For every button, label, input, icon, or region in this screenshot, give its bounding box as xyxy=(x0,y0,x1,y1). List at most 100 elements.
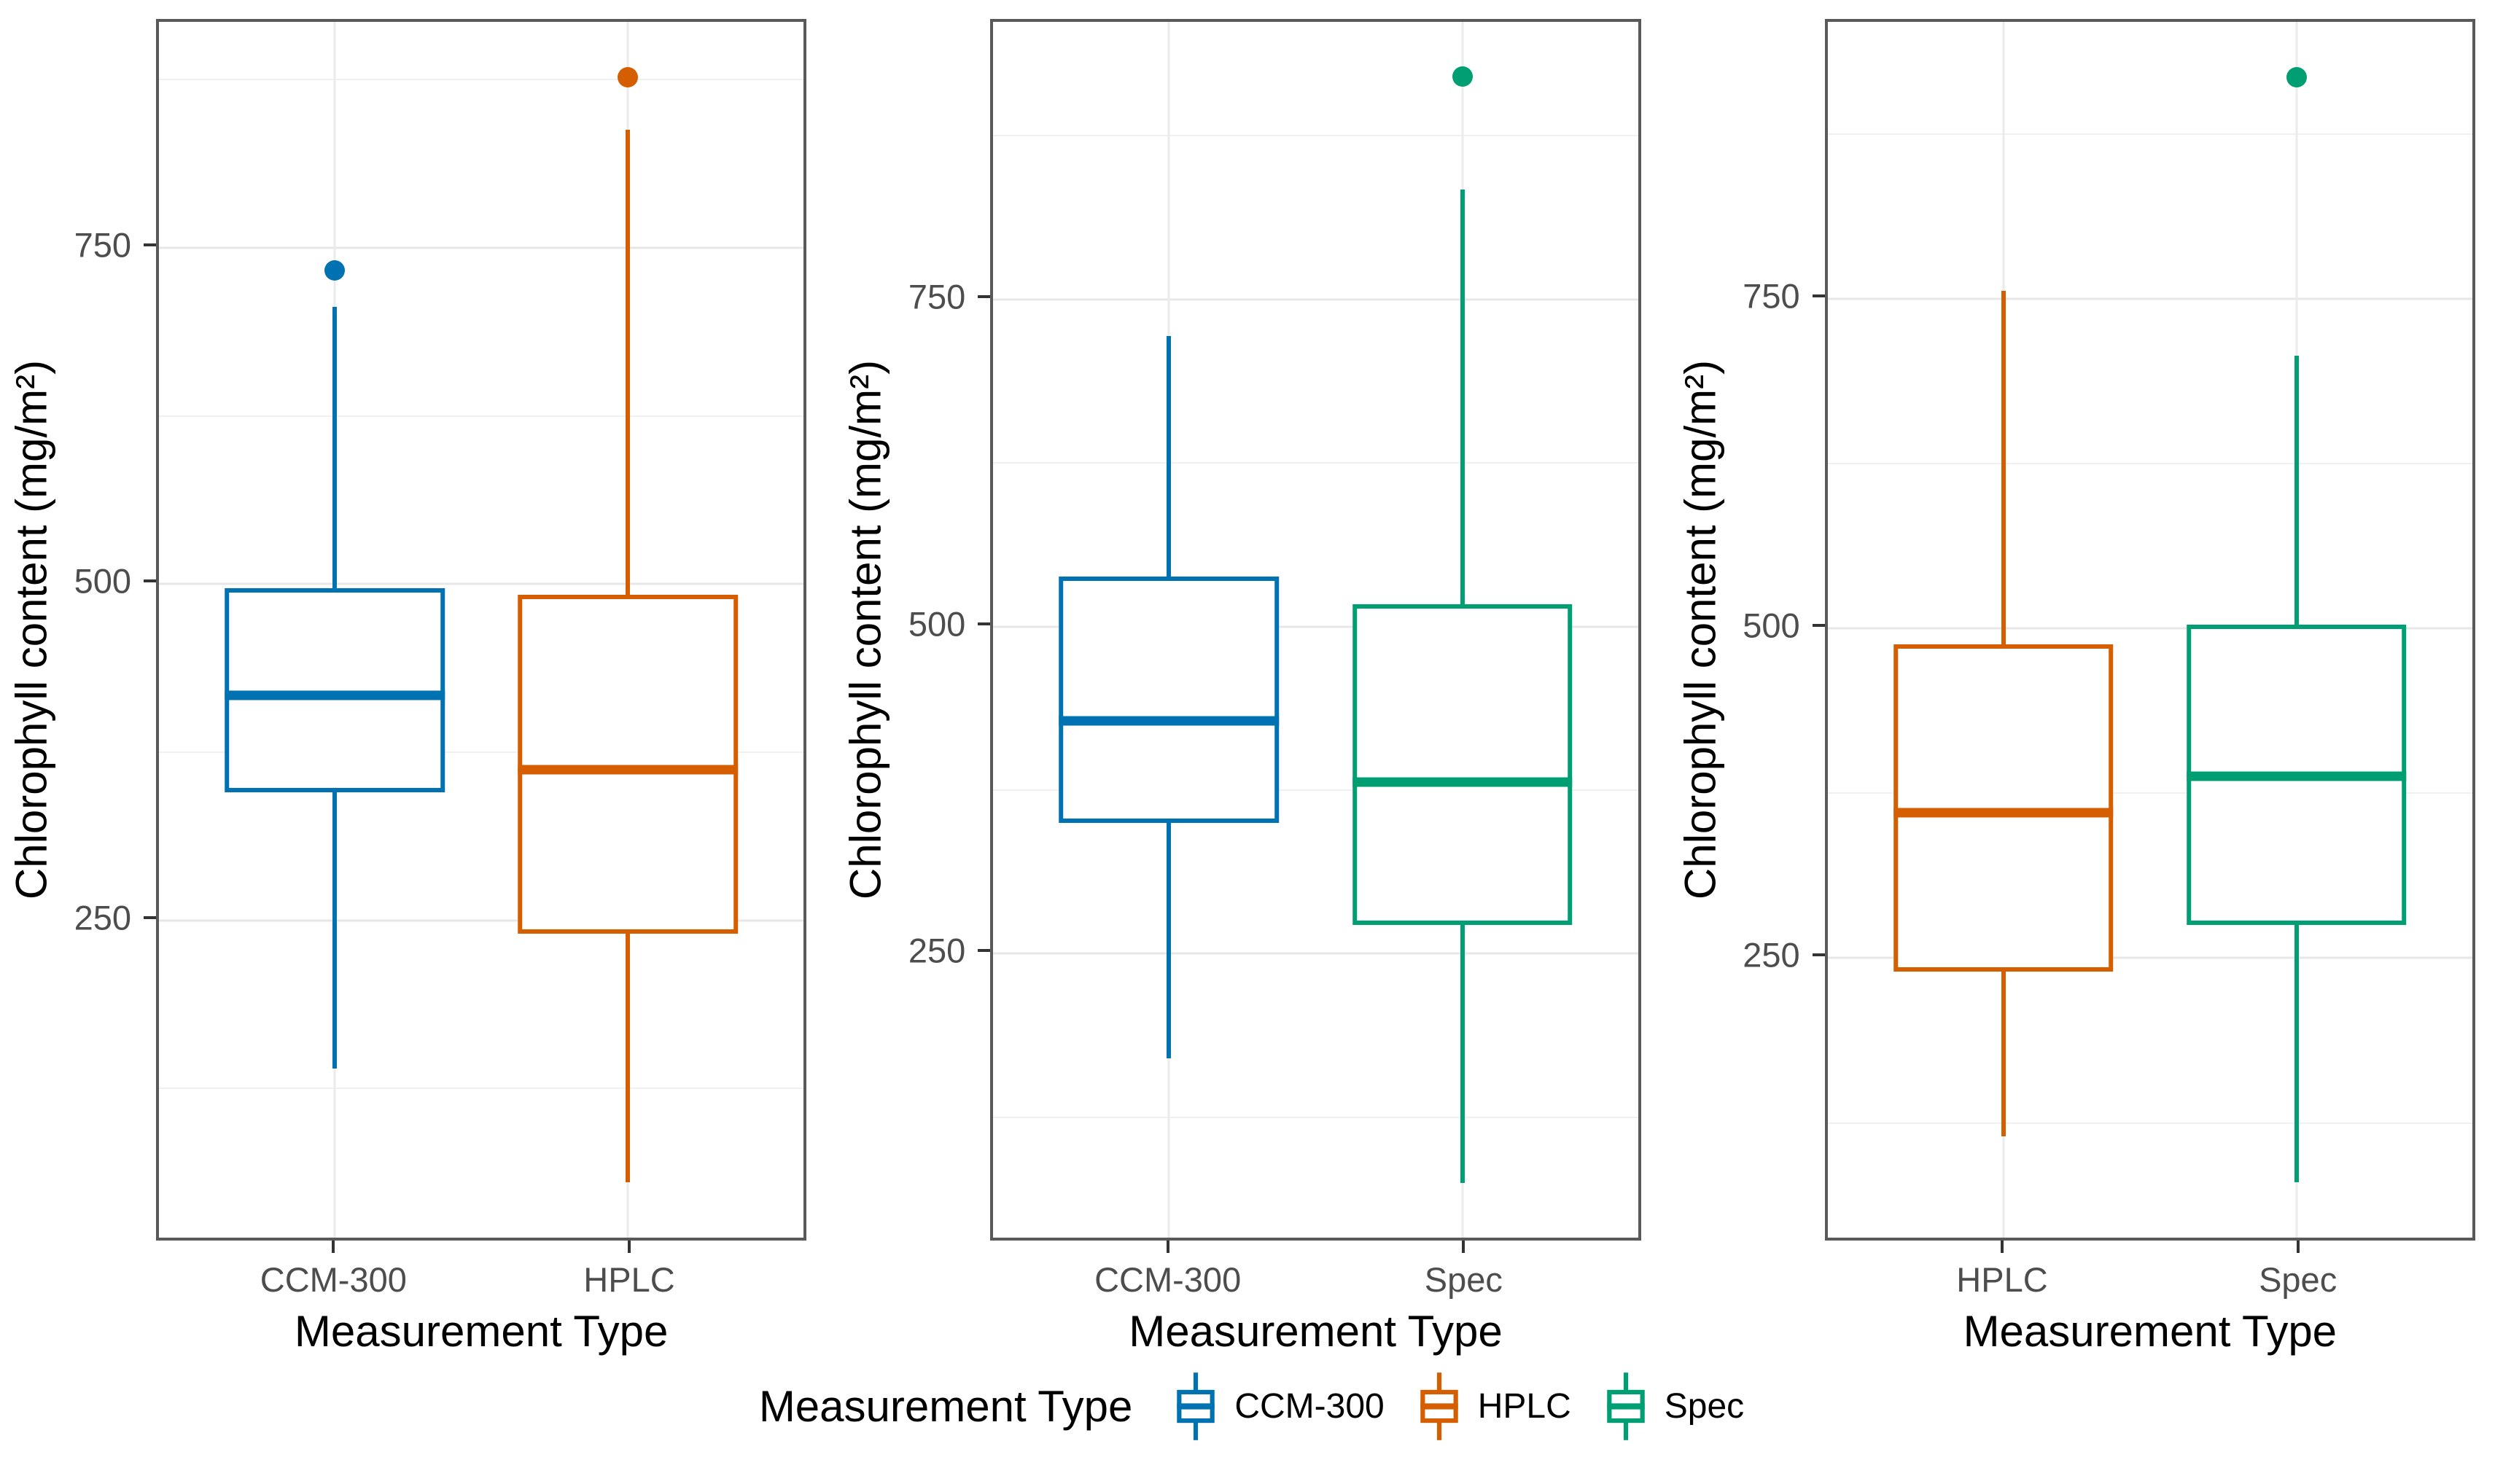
x-tick-mark xyxy=(2296,1241,2300,1253)
outlier-point xyxy=(618,66,639,87)
legend-item-label: CCM-300 xyxy=(1234,1387,1385,1426)
y-tick-mark xyxy=(1812,624,1825,628)
x-tick-mark xyxy=(332,1241,335,1253)
legend-item: HPLC xyxy=(1417,1369,1571,1444)
y-tick-mark xyxy=(1812,294,1825,297)
median-line xyxy=(1893,808,2114,818)
y-tick-label: 750 xyxy=(908,277,966,316)
y-tick-label: 250 xyxy=(74,898,131,937)
x-tick-label: HPLC xyxy=(1956,1260,2048,1299)
y-axis-tick-labels: 250 500 750 xyxy=(897,19,991,1241)
y-tick-label: 500 xyxy=(1743,606,1800,645)
boxplot-key-icon xyxy=(1420,1372,1458,1440)
lower-whisker xyxy=(2001,971,2006,1136)
minor-gridline xyxy=(993,135,1638,137)
minor-gridline xyxy=(159,751,804,753)
legend-title: Measurement Type xyxy=(758,1382,1133,1431)
minor-gridline xyxy=(1827,792,2472,794)
minor-gridline xyxy=(993,462,1638,464)
y-tick-label: 500 xyxy=(74,561,131,601)
outlier-point xyxy=(2286,66,2307,87)
x-tick-label: CCM-300 xyxy=(1094,1260,1242,1299)
median-line xyxy=(225,690,445,700)
major-gridline xyxy=(1827,297,2472,300)
major-gridline xyxy=(159,246,804,249)
lower-whisker xyxy=(332,792,338,1069)
y-axis-title: Chlorophyll content (mg/m²) xyxy=(7,359,56,900)
y-tick-label: 250 xyxy=(908,931,966,970)
major-gridline xyxy=(159,919,804,922)
x-axis-tick-labels: CCM-300 Spec xyxy=(990,1241,1640,1299)
y-axis-tick-labels: 250 500 750 xyxy=(63,19,156,1241)
lower-whisker xyxy=(2294,925,2299,1182)
x-tick-label: Spec xyxy=(1424,1260,1503,1299)
y-axis-title: Chlorophyll content (mg/m²) xyxy=(841,359,890,900)
major-gridline xyxy=(993,298,1638,301)
x-axis-title: Measurement Type xyxy=(1963,1307,2337,1356)
major-gridline xyxy=(993,952,1638,955)
boxplot-box xyxy=(1893,644,2114,972)
y-tick-mark xyxy=(1812,953,1825,957)
y-axis-title-cell: Chlorophyll content (mg/m²) xyxy=(0,19,63,1241)
boxplot-key-icon xyxy=(1177,1372,1215,1440)
minor-gridline xyxy=(159,79,804,81)
minor-gridline xyxy=(1827,133,2472,135)
boxplot-box xyxy=(1059,577,1280,823)
lower-whisker xyxy=(1167,822,1172,1058)
minor-gridline xyxy=(1827,463,2472,465)
legend-item: CCM-300 xyxy=(1173,1369,1385,1444)
x-axis-tick-labels: HPLC Spec xyxy=(1825,1241,2475,1299)
major-gridline xyxy=(159,582,804,585)
minor-gridline xyxy=(1827,1122,2472,1124)
median-line xyxy=(2187,771,2407,781)
y-tick-mark xyxy=(978,949,991,953)
upper-whisker xyxy=(2294,355,2299,625)
x-tick-label: Spec xyxy=(2259,1260,2337,1299)
minor-gridline xyxy=(159,415,804,417)
legend-item: Spec xyxy=(1603,1369,1744,1444)
minor-gridline xyxy=(993,1116,1638,1118)
x-axis-title: Measurement Type xyxy=(294,1307,669,1356)
x-tick-mark xyxy=(1166,1241,1169,1253)
upper-whisker xyxy=(1460,189,1465,604)
y-axis-title: Chlorophyll content (mg/m²) xyxy=(1675,359,1725,900)
y-tick-label: 750 xyxy=(74,225,131,265)
x-axis-title-cell: Measurement Type xyxy=(156,1299,806,1366)
x-axis-title-cell: Measurement Type xyxy=(990,1299,1640,1366)
upper-whisker xyxy=(1167,335,1172,577)
x-tick-label: HPLC xyxy=(583,1260,675,1299)
x-axis-title-cell: Measurement Type xyxy=(1825,1299,2475,1366)
y-tick-mark xyxy=(144,579,156,583)
y-tick-label: 500 xyxy=(908,604,966,643)
x-tick-mark xyxy=(2000,1241,2004,1253)
x-tick-mark xyxy=(627,1241,631,1253)
median-line xyxy=(518,765,738,775)
boxplot-box xyxy=(1352,604,1573,925)
y-tick-mark xyxy=(144,915,156,919)
y-tick-mark xyxy=(978,622,991,625)
median-line xyxy=(1059,716,1280,726)
lower-whisker xyxy=(1460,924,1465,1183)
boxplot-box xyxy=(518,595,738,934)
upper-whisker xyxy=(626,129,631,595)
y-tick-label: 750 xyxy=(1743,276,1800,316)
x-tick-label: CCM-300 xyxy=(260,1260,407,1299)
upper-whisker xyxy=(332,307,338,588)
major-gridline xyxy=(1827,627,2472,630)
lower-whisker xyxy=(626,934,631,1183)
x-tick-mark xyxy=(1462,1241,1465,1253)
minor-gridline xyxy=(993,789,1638,791)
major-gridline xyxy=(993,625,1638,628)
minor-gridline xyxy=(159,1087,804,1090)
y-axis-title-cell: Chlorophyll content (mg/m²) xyxy=(1669,19,1732,1241)
outlier-point xyxy=(324,260,346,281)
plot-area xyxy=(990,19,1641,1241)
legend-item-label: Spec xyxy=(1664,1387,1745,1426)
boxplot-key-icon xyxy=(1607,1372,1645,1440)
